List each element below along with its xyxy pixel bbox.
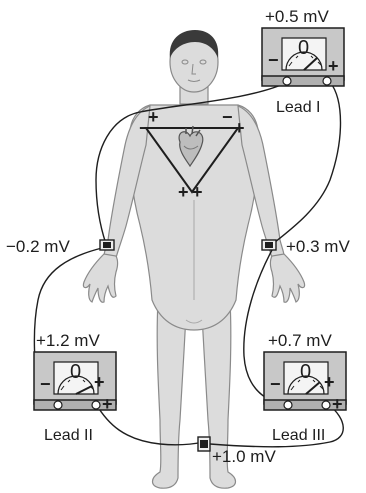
lead-iii-minus: − xyxy=(270,374,281,394)
lead-iii-zero: 0 xyxy=(300,361,311,383)
right-hand xyxy=(83,254,117,302)
lead-iii-reading: +0.7 mV xyxy=(268,331,332,350)
lead-ii-name: Lead II xyxy=(44,427,93,444)
lead-ii-plus: + xyxy=(94,372,105,392)
right-arm-electrode xyxy=(100,240,114,250)
lead-iii-plus-terminal: + xyxy=(332,394,343,414)
lead-i-minus: − xyxy=(268,50,279,70)
triangle-sign-top-right-minus: − xyxy=(222,107,233,127)
triangle-sign-top-right-plus: + xyxy=(234,118,245,138)
lead-i-zero: 0 xyxy=(298,37,309,59)
lead-iii-name: Lead III xyxy=(272,427,325,444)
lead-ii-reading: +1.2 mV xyxy=(36,331,100,350)
left-hand xyxy=(271,254,305,302)
lead-ii-meter: 0 − + + xyxy=(34,352,116,414)
triangle-sign-bottom-plus-left: + xyxy=(178,182,189,202)
lead-ii-minus: − xyxy=(40,374,51,394)
lead-iii-meter: 0 − + + xyxy=(264,352,346,414)
lead-ii-zero: 0 xyxy=(70,361,81,383)
left-arm-electrode xyxy=(262,240,276,250)
lead-i-plus: + xyxy=(328,56,339,76)
left-arm-reading: +0.3 mV xyxy=(286,237,350,256)
lead-iii-plus: + xyxy=(324,372,335,392)
lead-ii-plus-terminal: + xyxy=(102,394,113,414)
lead-i-meter: 0 − + xyxy=(262,28,344,86)
lead-i-name: Lead I xyxy=(276,99,320,116)
triangle-sign-bottom-plus-right: + xyxy=(192,182,203,202)
left-leg-reading: +1.0 mV xyxy=(212,447,276,466)
left-leg-electrode xyxy=(198,437,210,451)
lead-i-reading: +0.5 mV xyxy=(265,7,329,26)
right-arm-reading: −0.2 mV xyxy=(6,237,70,256)
